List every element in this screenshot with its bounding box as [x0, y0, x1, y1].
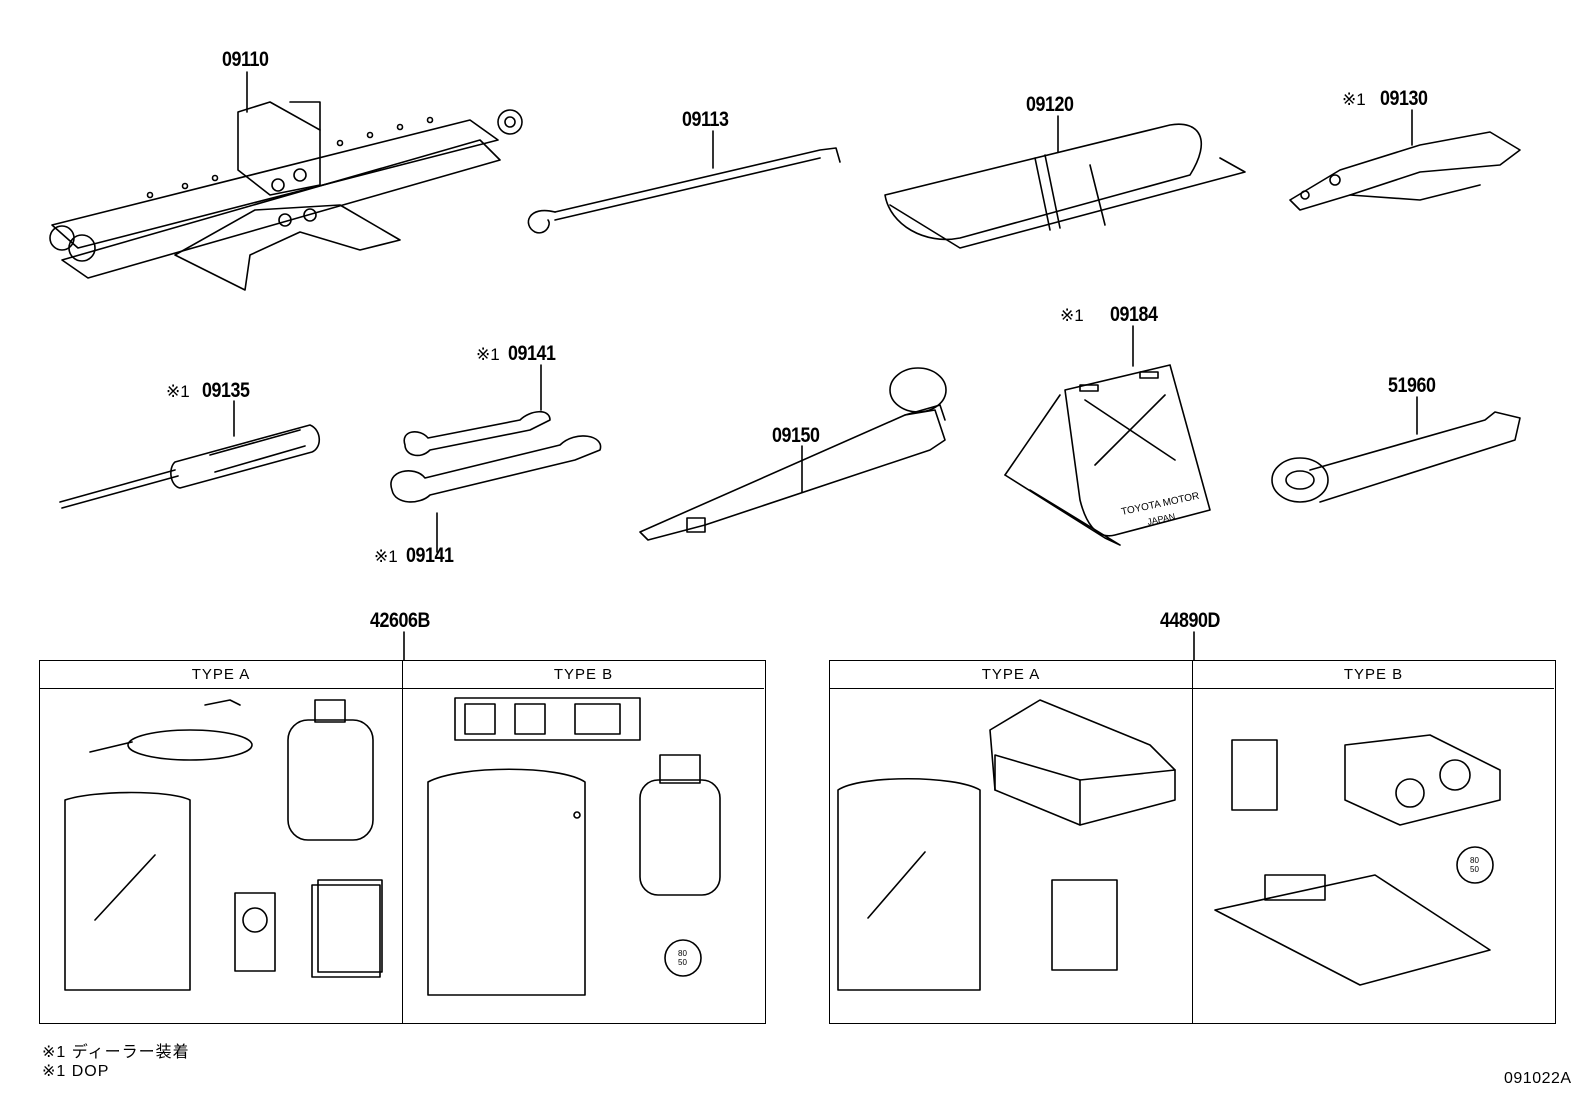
gauge-text-bottom-compressor-b: 50: [1470, 865, 1479, 874]
screwdriver-illustration: [60, 425, 319, 508]
gauge-text-bottom-kit-b: 50: [678, 958, 687, 967]
repair-kit-a-illustration: [65, 700, 382, 990]
part-label-09120: 09120: [1026, 93, 1074, 116]
part-label-09150: 09150: [772, 424, 820, 447]
part-label-09184: 09184: [1110, 303, 1158, 326]
dealer-mark-09130: ※1: [1342, 90, 1366, 109]
dealer-mark-09141-top: ※1: [476, 345, 500, 364]
part-label-09141-bottom: 09141: [406, 544, 454, 567]
dealer-mark-09135: ※1: [166, 382, 190, 401]
wrenches-illustration: [391, 412, 601, 502]
table-divider: [402, 661, 403, 1023]
kit-table-42606B: TYPE A TYPE B: [39, 660, 766, 1024]
table-header-type-a: TYPE A: [40, 661, 402, 689]
table-header-type-b: TYPE B: [402, 661, 764, 689]
lug-wrench-illustration: [640, 368, 946, 540]
dealer-mark-09141-bottom: ※1: [374, 547, 398, 566]
repair-kit-b-illustration: [428, 698, 720, 995]
table-divider: [1192, 661, 1193, 1023]
plate-text-line2: JAPAN: [1146, 511, 1176, 527]
gauge-text-top-compressor-b: 80: [1470, 856, 1479, 865]
part-label-09110: 09110: [222, 48, 269, 71]
kit-table-44890D: TYPE A TYPE B: [829, 660, 1556, 1024]
leader-lines: [234, 72, 1417, 660]
warning-plate-illustration: [1005, 365, 1210, 545]
drawing-code: 091022A: [1504, 1070, 1572, 1087]
towing-eye-illustration: [1272, 412, 1520, 502]
gauge-text-top-kit-b: 80: [678, 949, 687, 958]
dealer-mark-09184: ※1: [1060, 306, 1084, 325]
table-header-type-b: TYPE B: [1192, 661, 1554, 689]
part-label-51960: 51960: [1388, 374, 1436, 397]
note-dop: ※1 DOP: [42, 1063, 110, 1080]
scissor-jack-illustration: [50, 102, 522, 290]
jack-handle-illustration: [528, 148, 840, 233]
part-label-42606B: 42606B: [370, 609, 430, 632]
part-label-09130: 09130: [1380, 87, 1428, 110]
compressor-kit-a-illustration: [838, 700, 1175, 990]
part-label-09113: 09113: [682, 108, 729, 131]
note-dealer-installed: ※1 ディーラー装着: [42, 1044, 190, 1061]
part-label-09141-top: 09141: [508, 342, 556, 365]
table-header-type-a: TYPE A: [830, 661, 1192, 689]
part-label-44890D: 44890D: [1160, 609, 1220, 632]
pliers-illustration: [1290, 132, 1520, 210]
part-label-09135: 09135: [202, 379, 250, 402]
compressor-kit-b-illustration: [1215, 735, 1500, 985]
tool-bag-illustration: [885, 124, 1245, 248]
